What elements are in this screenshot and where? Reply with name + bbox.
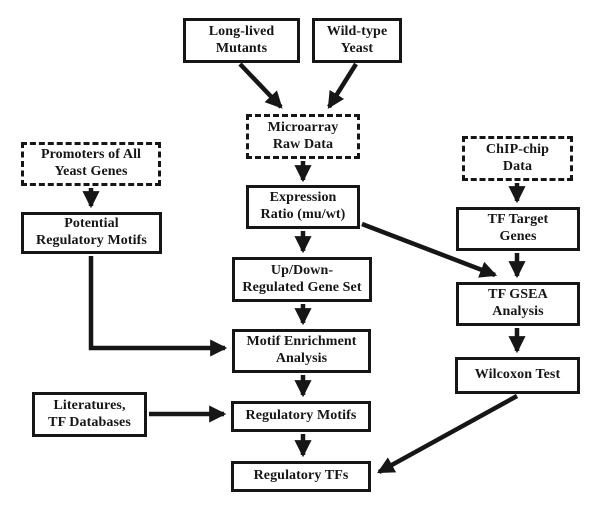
node-label: Potential Regulatory Motifs xyxy=(36,216,147,248)
node-promoters-all-yeast-genes: Promoters of All Yeast Genes xyxy=(21,142,161,186)
node-label: TF GSEA Analysis xyxy=(488,287,548,319)
node-label: ChIP-chip Data xyxy=(485,141,550,174)
node-tf-target-genes: TF Target Genes xyxy=(456,207,580,251)
arrow-potential-to-motif-enrichment xyxy=(88,256,228,357)
arrow-wild-type-to-microarray xyxy=(327,62,358,109)
arrow-long-lived-to-microarray xyxy=(238,62,283,109)
node-long-lived-mutants: Long-lived Mutants xyxy=(183,18,300,63)
node-label: Regulatory TFs xyxy=(253,468,349,484)
node-motif-enrichment-analysis: Motif Enrichment Analysis xyxy=(232,329,371,373)
node-chip-chip-data: ChIP-chip Data xyxy=(462,136,573,181)
node-label: Regulatory Motifs xyxy=(245,408,357,424)
node-regulatory-motifs: Regulatory Motifs xyxy=(231,401,371,432)
arrow-expression-to-tf-gsea xyxy=(361,221,498,278)
node-potential-regulatory-motifs: Potential Regulatory Motifs xyxy=(21,212,162,254)
node-regulatory-tfs: Regulatory TFs xyxy=(231,461,371,492)
node-label: Motif Enrichment Analysis xyxy=(246,334,357,366)
node-label: Wild-type Yeast xyxy=(326,23,388,56)
node-label: TF Target Genes xyxy=(487,212,549,244)
node-updown-regulated-gene-set: Up/Down- Regulated Gene Set xyxy=(232,257,372,302)
node-wild-type-yeast: Wild-type Yeast xyxy=(312,18,402,63)
node-label: Long-lived Mutants xyxy=(208,23,275,56)
node-label: Literatures, TF Databases xyxy=(48,397,131,430)
node-wilcoxon-test: Wilcoxon Test xyxy=(455,357,580,394)
node-label: Microarray Raw Data xyxy=(267,119,339,152)
node-label: Up/Down- Regulated Gene Set xyxy=(242,262,362,295)
node-microarray-raw-data: Microarray Raw Data xyxy=(246,114,360,159)
node-label: Wilcoxon Test xyxy=(474,367,561,383)
node-label: Expression Ratio (mu/wt) xyxy=(260,190,346,222)
arrow-wilcoxon-to-reg-tfs xyxy=(377,394,519,474)
node-tf-gsea-analysis: TF GSEA Analysis xyxy=(456,282,580,326)
node-expression-ratio: Expression Ratio (mu/wt) xyxy=(246,185,360,229)
node-literatures-tf-databases: Literatures, TF Databases xyxy=(32,392,147,437)
node-label: Promoters of All Yeast Genes xyxy=(40,147,142,179)
